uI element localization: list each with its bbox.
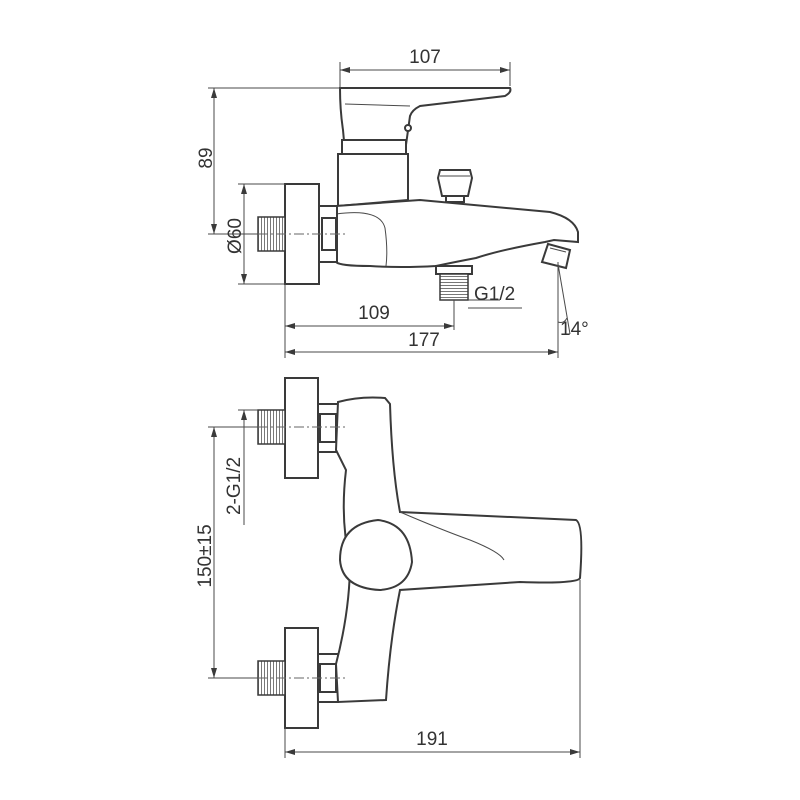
side-view: 107 89 Ø60 109 G1/2 177 14° [196,47,589,358]
dim-spout-angle: 14° [560,319,589,340]
top-view: 2-G1/2 150±15 191 [195,377,583,758]
spout-body [335,198,579,268]
dim-outlet-thread: G1/2 [474,284,515,305]
handle-lever [338,87,512,153]
handle-top[interactable] [338,518,414,592]
dim-inlet-thread: 2-G1/2 [224,457,245,515]
dim-centers: 150±15 [195,524,216,587]
cartridge-collar [341,139,407,155]
outlet-thread [439,273,469,301]
dim-total-length-side: 177 [408,330,440,351]
mixer-body [337,153,409,208]
dim-handle-length: 107 [409,47,441,68]
dim-total-length-top: 191 [416,729,448,750]
dim-outlet-offset: 109 [358,303,390,324]
dim-diameter: Ø60 [225,218,246,254]
escutcheon-upper [284,377,319,479]
diverter-knob[interactable] [436,169,474,197]
dim-height: 89 [196,147,217,168]
aerator [540,242,572,270]
